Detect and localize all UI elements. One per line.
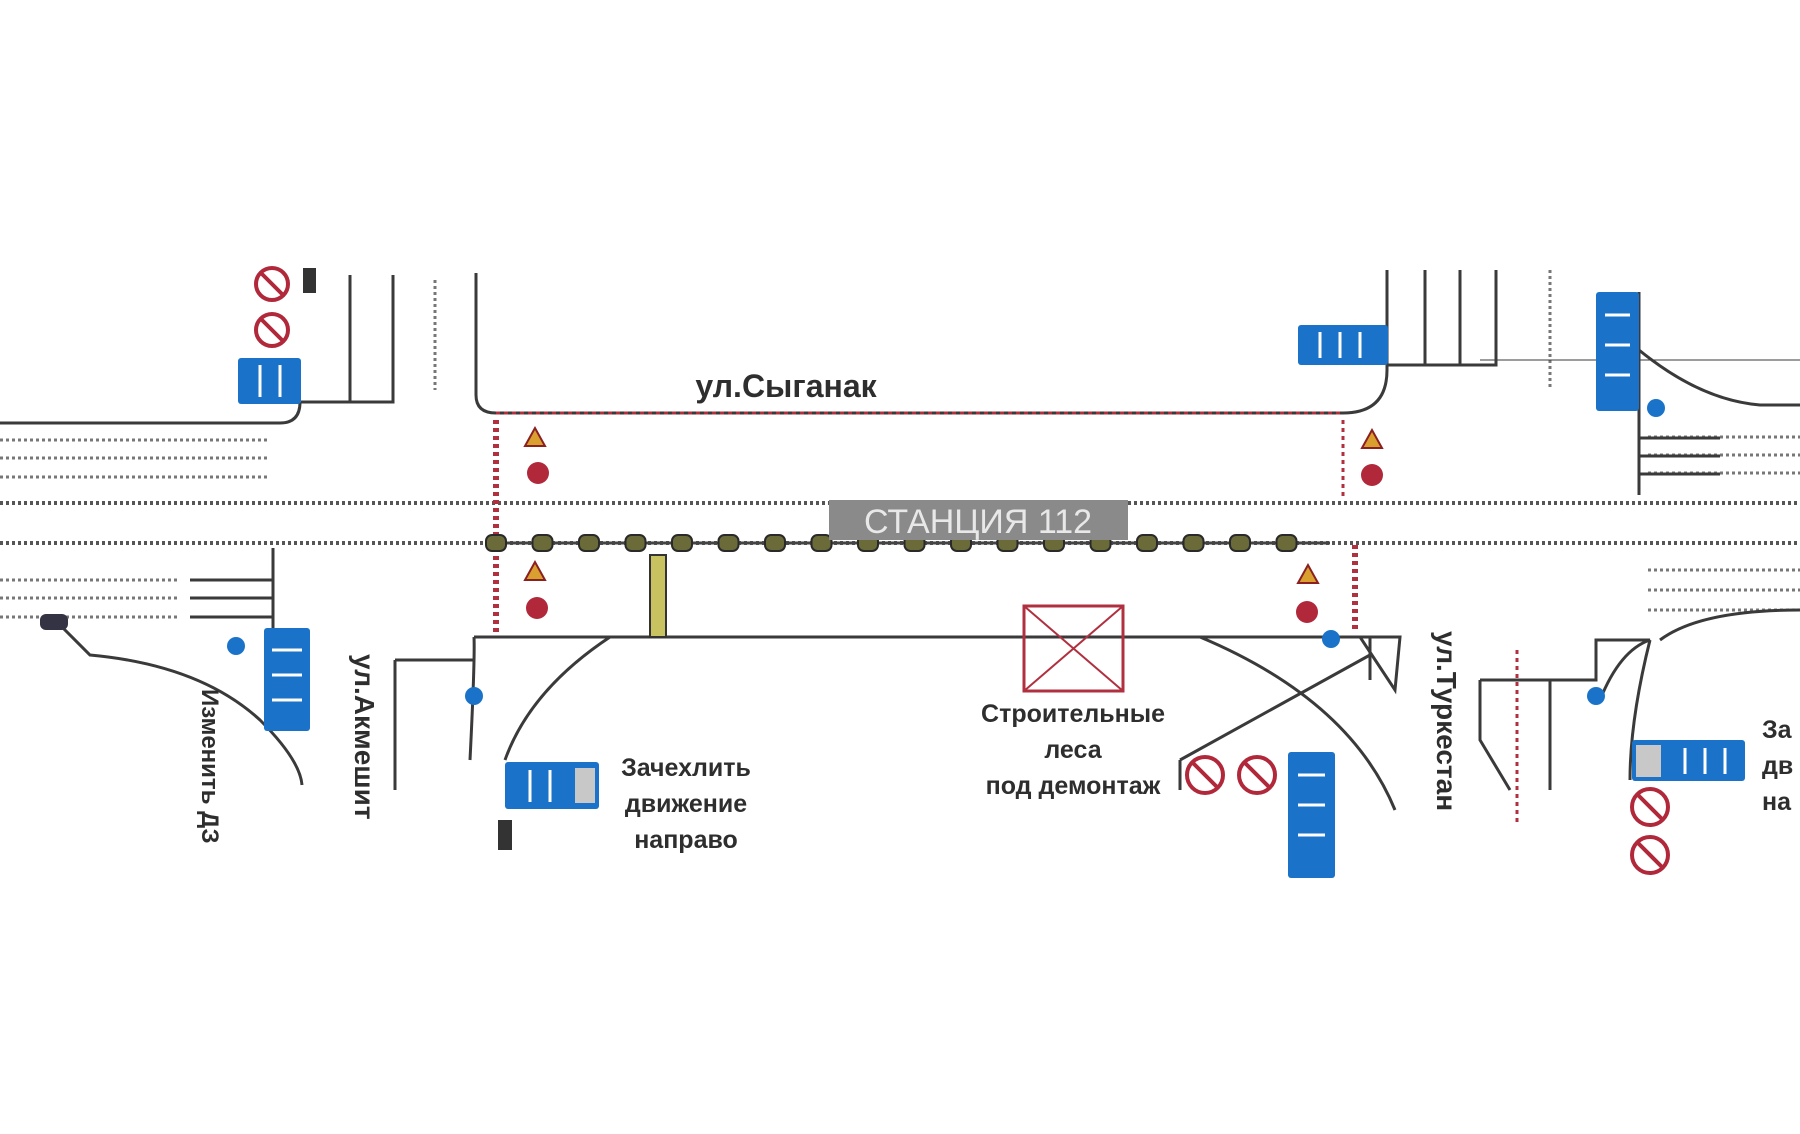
note-line: движение bbox=[625, 790, 747, 818]
note-line: направо bbox=[634, 826, 738, 854]
barrier-block bbox=[1229, 534, 1251, 552]
lane-sign bbox=[264, 628, 310, 731]
note-line: под демонтаж bbox=[986, 772, 1161, 800]
note-scaffold: Строительные леса под демонтаж bbox=[981, 700, 1165, 800]
barrier-block bbox=[578, 534, 600, 552]
barrier-block bbox=[531, 534, 554, 552]
lane-sign bbox=[1288, 752, 1335, 878]
roadwork-warning-icon bbox=[523, 559, 547, 581]
work-zone-fencing bbox=[485, 411, 1519, 825]
leader-line bbox=[1179, 653, 1371, 762]
lane-direction-signs bbox=[238, 292, 1745, 878]
note-cover-right-turn: Зачехлить движение направо bbox=[621, 754, 751, 854]
no-entry-icon bbox=[1361, 464, 1383, 486]
street-label-turkestan: ул.Туркестан bbox=[1431, 631, 1462, 811]
no-entry-icon bbox=[1296, 601, 1318, 623]
note-line: дв bbox=[1762, 752, 1793, 780]
barrier-block bbox=[1275, 534, 1298, 552]
note-line: За bbox=[1762, 716, 1793, 744]
barrier-block bbox=[1136, 534, 1158, 552]
traffic-lights bbox=[40, 268, 1665, 850]
warning-signs bbox=[523, 425, 1384, 623]
note-line: Зачехлить bbox=[621, 754, 751, 782]
barrier-section bbox=[649, 554, 667, 638]
roadwork-warning-icon bbox=[1296, 562, 1320, 584]
roadwork-warning-icon bbox=[1360, 427, 1384, 449]
note-line: на bbox=[1762, 788, 1792, 816]
barrier-block bbox=[1182, 534, 1205, 552]
barrier-block bbox=[764, 534, 786, 552]
curbs bbox=[0, 270, 1800, 811]
lane-sign bbox=[1298, 325, 1388, 365]
street-label-akmeshit: ул.Акмешит bbox=[349, 654, 380, 820]
lane-sign bbox=[1596, 292, 1639, 411]
note-line: леса bbox=[1044, 736, 1102, 764]
station-label: СТАНЦИЯ 112 bbox=[829, 500, 1128, 541]
prohibition-signs bbox=[254, 266, 1670, 875]
barrier-block bbox=[624, 534, 647, 552]
note-line: Строительные bbox=[981, 700, 1165, 728]
scaffold-marker bbox=[1022, 604, 1125, 693]
no-entry-icon bbox=[527, 462, 549, 484]
roadwork-warning-icon bbox=[523, 425, 547, 447]
lane-sign bbox=[238, 358, 301, 404]
note-right-cut: За дв на bbox=[1762, 716, 1793, 816]
street-label-syganak: ул.Сыганак bbox=[695, 368, 877, 404]
barrier-block bbox=[717, 534, 740, 552]
barrier-block bbox=[810, 534, 833, 552]
barrier-block bbox=[671, 534, 693, 552]
no-entry-icon bbox=[526, 597, 548, 619]
note-change-signs: Изменить ДЗ bbox=[196, 689, 223, 844]
barrier-block bbox=[485, 534, 507, 552]
station-label-text: СТАНЦИЯ 112 bbox=[864, 503, 1092, 541]
